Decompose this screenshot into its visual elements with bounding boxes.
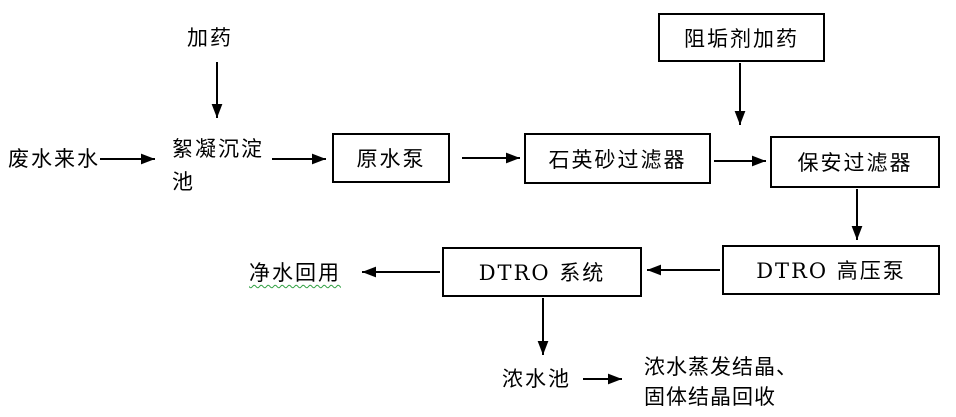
node-dtro-high-pressure-pump-box: DTRO 高压泵: [722, 245, 940, 295]
conc-water-out-line1: 浓水蒸发结晶、: [644, 355, 798, 379]
node-conc-water-pool-label: 浓水池: [502, 367, 571, 391]
node-quartz-sand-filter-box: 石英砂过滤器: [524, 133, 711, 184]
node-wastewater-in-label: 废水来水: [8, 147, 100, 171]
node-floc-pool-label: 絮凝沉淀 池: [172, 133, 264, 199]
node-security-filter-box: 保安过滤器: [770, 136, 940, 188]
node-raw-water-pump-box: 原水泵: [332, 133, 450, 183]
node-antiscalant-dosing-box: 阻垢剂加药: [658, 13, 825, 62]
floc-pool-line1: 絮凝沉淀: [172, 137, 264, 161]
conc-water-out-line2: 固体结晶回收: [644, 385, 776, 409]
node-conc-water-out-label: 浓水蒸发结晶、 固体结晶回收: [644, 352, 798, 412]
floc-pool-line2: 池: [172, 170, 195, 194]
node-dosing-label: 加药: [187, 26, 233, 50]
node-dtro-system-box: DTRO 系统: [442, 247, 642, 297]
node-clean-water-reuse-label: 净水回用: [249, 261, 341, 285]
